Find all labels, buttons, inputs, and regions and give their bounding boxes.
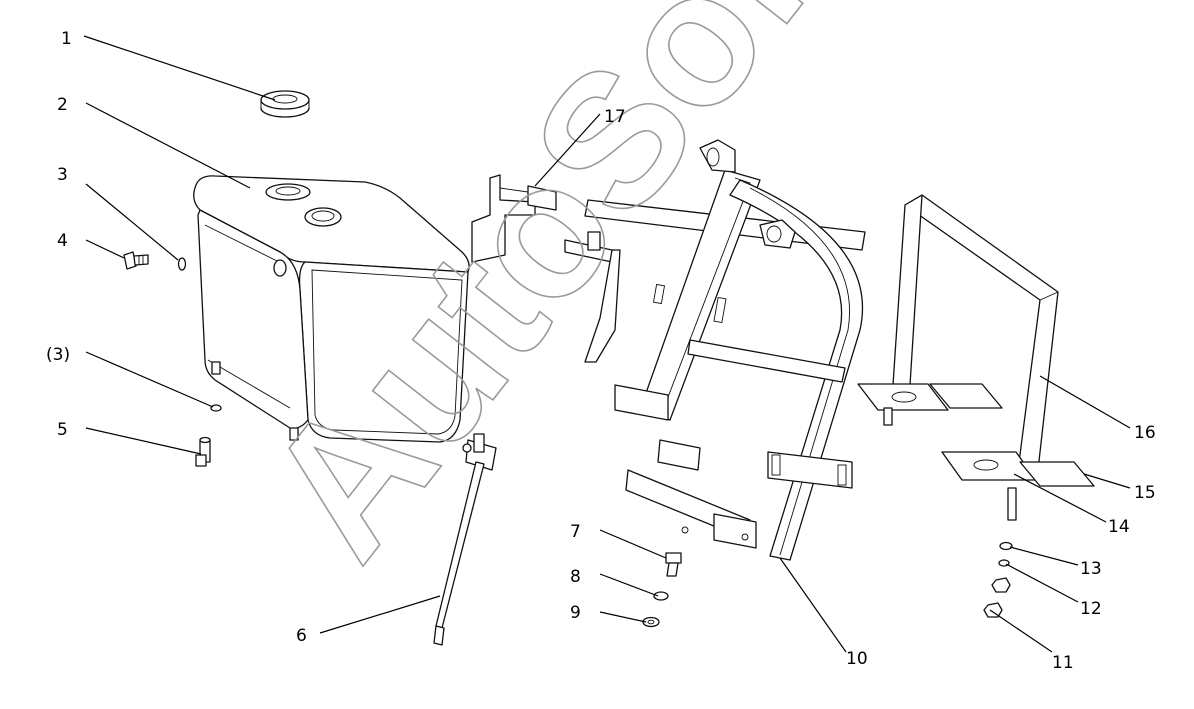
part-4-bolt <box>123 251 149 270</box>
label-10: 10 <box>846 649 868 669</box>
part-6-fuel-pipe <box>433 433 497 646</box>
label-8: 8 <box>570 567 581 587</box>
callout-labels: 1 2 3 4 (3) 5 6 7 8 9 10 11 12 13 14 15 … <box>46 29 1156 673</box>
label-16: 16 <box>1134 423 1156 443</box>
part-16-panel <box>892 194 1059 471</box>
part-8-washer <box>653 591 669 601</box>
part-11-nut <box>983 577 1011 618</box>
leader-lines <box>83 35 1131 653</box>
label-1: 1 <box>61 29 72 49</box>
part-17-bracket <box>471 174 557 263</box>
part-5-drain-fitting <box>195 436 211 467</box>
label-3: 3 <box>57 165 68 185</box>
part-2-fuel-tank <box>193 175 470 443</box>
part-13-washer <box>999 541 1013 551</box>
label-13: 13 <box>1080 559 1102 579</box>
part-10-frame <box>564 139 866 561</box>
label-6: 6 <box>296 626 307 646</box>
part-3-washer <box>177 257 187 271</box>
part-14-15-plates <box>857 383 1095 521</box>
part-7-bolt <box>665 552 682 577</box>
label-12: 12 <box>1080 599 1102 619</box>
part-3-washer-lower <box>210 404 222 412</box>
label-9: 9 <box>570 603 581 623</box>
label-7: 7 <box>570 522 581 542</box>
part-1-filler-cap <box>260 90 310 118</box>
label-4: 4 <box>57 231 68 251</box>
label-2: 2 <box>57 95 68 115</box>
label-11: 11 <box>1052 653 1074 673</box>
label-3-repeat: (3) <box>46 345 70 365</box>
label-17: 17 <box>604 107 626 127</box>
label-14: 14 <box>1108 517 1130 537</box>
part-9-washer <box>642 616 660 628</box>
label-5: 5 <box>57 420 68 440</box>
label-15: 15 <box>1134 483 1156 503</box>
